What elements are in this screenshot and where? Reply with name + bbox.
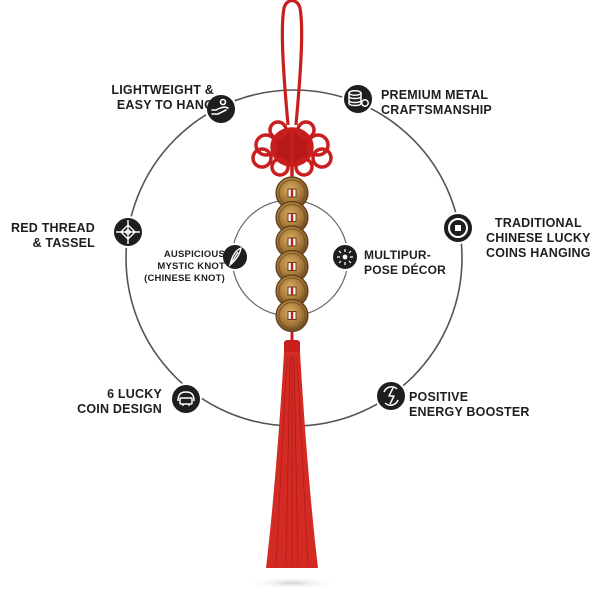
premium-metal-label: PREMIUM METAL CRAFTSMANSHIP [381,88,492,117]
traditional-coins-label: TRADITIONAL CHINESE LUCKY COINS HANGING [486,216,591,260]
coin [275,298,309,333]
mystic-knot-icon-badge [221,243,249,271]
ground-shadow [244,577,340,589]
multipurpose-label: MULTIPUR- POSE DÉCOR [364,248,447,277]
coin [275,249,309,284]
energy-icon-badge [375,380,407,412]
lightweight-icon-badge [205,93,237,125]
feather-icon [228,246,242,267]
coin-stack-icon [348,90,369,107]
traditional-coins-icon-badge [442,212,474,244]
red-thread-icon-badge [112,216,144,248]
six-coin-icon-badge [170,383,202,415]
sparkle-icon [337,249,353,265]
energy-label: POSITIVE ENERGY BOOSTER [409,390,530,419]
mystic-knot [251,120,333,177]
six-coin-label: 6 LUCKY COIN DESIGN [77,387,162,416]
knot-icon [116,220,140,244]
hanging-loop [280,0,304,126]
premium-metal-icon-badge [342,83,374,115]
red-thread-label: RED THREAD & TASSEL [11,221,95,250]
hand-icon [211,98,229,115]
energy-icon [383,386,399,406]
coin-icon [448,218,468,238]
tassel-cap [284,340,300,354]
lightweight-label: LIGHTWEIGHT & EASY TO HANG [111,83,214,112]
coin-design-icon [177,391,195,406]
tassel-strands [275,355,309,567]
multipurpose-icon-badge [331,243,359,271]
mystic-knot-label: AUSPICIOUS MYSTIC KNOT (CHINESE KNOT) [144,249,225,284]
coin [275,225,309,259]
